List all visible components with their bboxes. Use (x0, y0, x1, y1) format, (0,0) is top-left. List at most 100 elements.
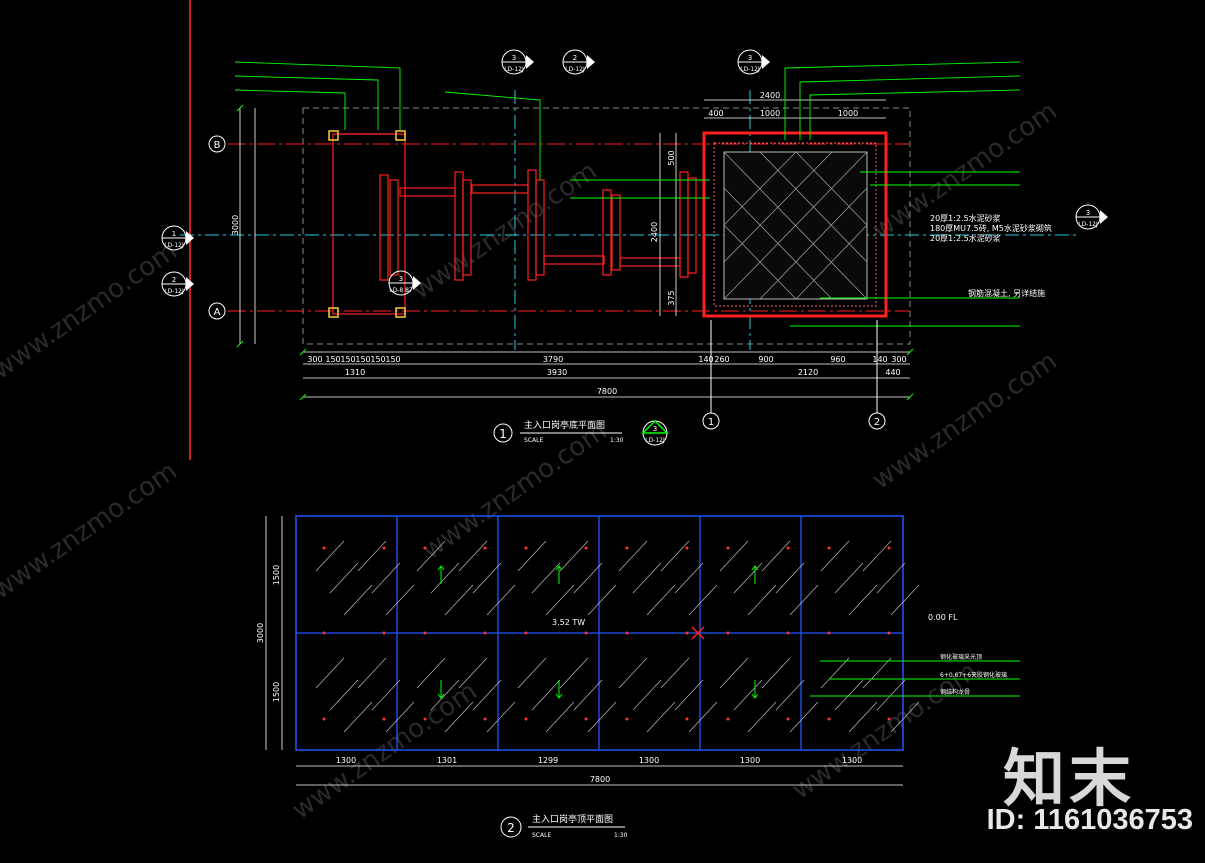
fixing-point (786, 546, 790, 550)
hatch-line (775, 679, 805, 711)
axis-label-1: 1 (708, 417, 714, 428)
note-text: 钢筋混凝土, 另详结施 (968, 288, 1045, 298)
dim-text: 1301 (437, 756, 457, 765)
axis-label-a: A (214, 307, 221, 318)
fixing-point (584, 546, 588, 550)
hatch-line (834, 679, 864, 711)
hatch-line (531, 679, 561, 711)
tick-marks (236, 104, 914, 401)
ref-num: 3 (653, 425, 657, 433)
hatch-line (820, 540, 850, 572)
section-bubble-num: 3 (1086, 209, 1090, 217)
dim-text: 1000 (760, 109, 780, 118)
hatch-line (559, 540, 589, 572)
section-bubble: 1LD-12J (161, 225, 194, 251)
fixing-point (382, 546, 386, 550)
hatch-line (688, 701, 718, 733)
watermark-logo: 知末 (1002, 742, 1135, 815)
hatch-line (834, 562, 864, 594)
fixing-point (483, 546, 487, 550)
axis-label-2: 2 (874, 417, 880, 428)
hatch-line (876, 562, 906, 594)
dim-text: 1300 (639, 756, 659, 765)
watermark-text: www.znzmo.com (287, 676, 483, 826)
beam (379, 174, 389, 281)
beam (679, 171, 689, 278)
hatch-line (343, 701, 373, 733)
hatch-line (733, 679, 763, 711)
dim-text: 140 (872, 355, 887, 364)
hatch-line (545, 701, 575, 733)
hatch-line (719, 657, 749, 689)
dim-text: 1310 (345, 368, 365, 377)
fixing-point (726, 546, 730, 550)
section-bubble: 3LD-12J (501, 49, 534, 75)
dim-text: 150 (385, 355, 400, 364)
hatch-line (862, 540, 892, 572)
hatch-line (486, 584, 516, 616)
axis-bubble-b (208, 135, 226, 153)
dim-text: 150 (370, 355, 385, 364)
hatch-line (719, 540, 749, 572)
hatch-line (357, 657, 387, 689)
ref-sheet: LD-12J (645, 437, 665, 444)
level-right: 0.00 FL (928, 613, 958, 622)
hatch-line (747, 701, 777, 733)
beam (619, 257, 681, 267)
hatch-line (371, 679, 401, 711)
hatch-line (371, 562, 401, 594)
hatch-line (430, 562, 460, 594)
note-text: 180厚MU7.5砖, M5水泥砂浆砌筑 (930, 223, 1052, 233)
scale-value: 1:30 (614, 832, 628, 839)
watermark-text: www.znzmo.com (0, 456, 183, 606)
fixing-point (887, 717, 891, 721)
roof-note: 6+0.67+6夹胶钢化玻璃 (940, 671, 1007, 679)
fixing-point (322, 717, 326, 721)
fixing-point (887, 546, 891, 550)
hatch-line (775, 562, 805, 594)
fixing-point (827, 717, 831, 721)
dim-text: 1000 (838, 109, 858, 118)
pergola-structure (332, 133, 697, 315)
dim-text: 150 (355, 355, 370, 364)
fixing-point (483, 717, 487, 721)
fixing-point (382, 717, 386, 721)
dim-text: 150 (340, 355, 355, 364)
beam (471, 184, 529, 194)
post (395, 130, 406, 141)
hatch-line (486, 701, 516, 733)
fixing-point (786, 717, 790, 721)
guard-house (702, 131, 888, 318)
dim-text: 900 (758, 355, 773, 364)
section-bubble: 3LD-12J (1075, 204, 1108, 230)
overall-dim: 7800 (590, 775, 610, 784)
fixing-point (483, 631, 487, 635)
dim-text: 300 (891, 355, 906, 364)
note-text: 20厚1:2.5水泥砂浆 (930, 233, 1001, 243)
fixing-point (726, 631, 730, 635)
watermark-text: www.znzmo.com (0, 236, 183, 386)
dim-text: 375 (667, 290, 676, 305)
section-bubbles: 3LD-12J2LD-12J3LD-12J3LD-12J1LD-12J2LD-1… (161, 49, 1108, 297)
beam (543, 255, 605, 265)
hatch-line (315, 657, 345, 689)
section-bubble: 2LD-12J (161, 271, 194, 297)
axis-bubble-a (208, 302, 226, 320)
drawing-number: 1 (499, 427, 507, 441)
hatch-line (890, 701, 920, 733)
slope-arrows (437, 565, 759, 699)
beam (687, 177, 697, 274)
hatch-line (618, 540, 648, 572)
fixing-point (382, 631, 386, 635)
section-bubble-num: 2 (573, 54, 577, 62)
hatch-line (646, 584, 676, 616)
section-bubble-sheet: LD-12J (740, 66, 760, 73)
hatch-line (385, 701, 415, 733)
bottom-plan: 钢化玻璃采光顶 6+0.67+6夹胶钢化玻璃 钢结构龙骨 3.52 TW 0.0… (256, 515, 1020, 839)
dim-text: 2120 (798, 368, 818, 377)
hatch-line (890, 584, 920, 616)
dim-text: 3930 (547, 368, 567, 377)
fixing-point (625, 546, 629, 550)
dim-text: 2400 (650, 222, 659, 242)
beam (602, 189, 612, 276)
